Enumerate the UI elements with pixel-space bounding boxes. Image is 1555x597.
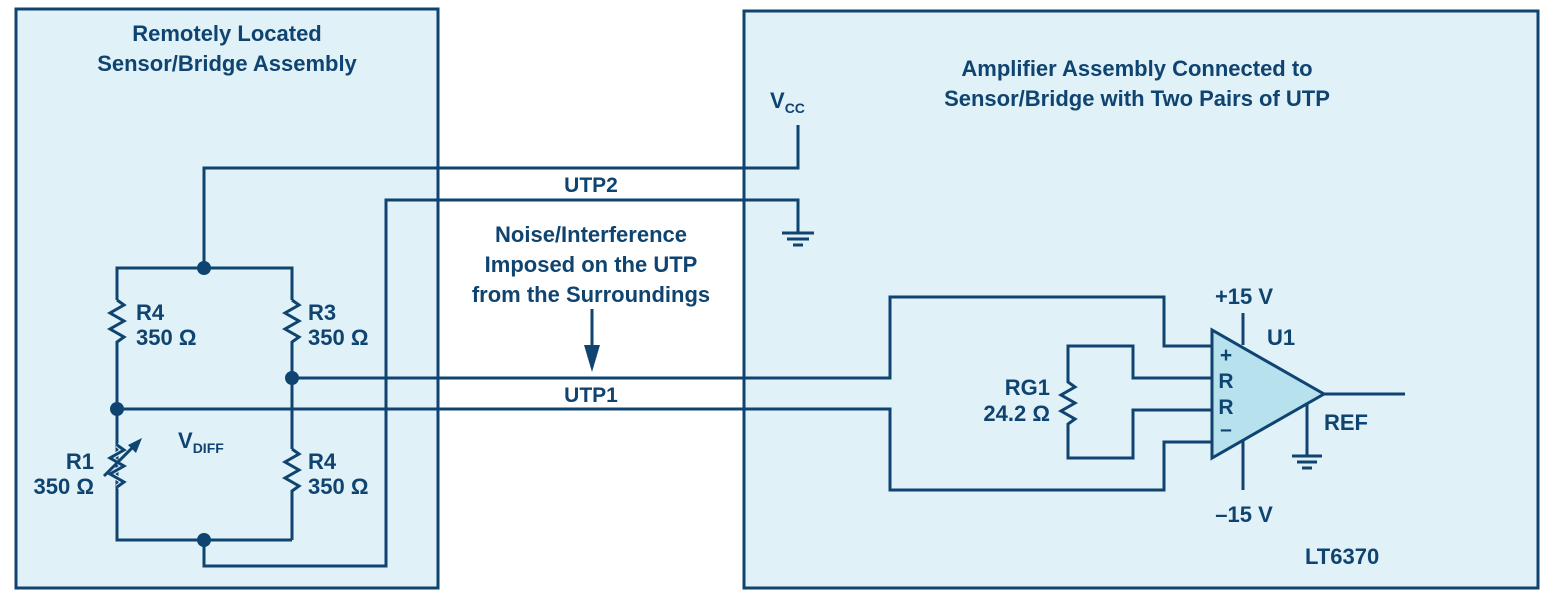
r4-bottom-name: R4 — [308, 449, 337, 474]
right-box-title-line1: Amplifier Assembly Connected to — [961, 56, 1312, 81]
utp2-label: UTP2 — [564, 174, 618, 197]
pin-plus: + — [1220, 344, 1232, 367]
left-box-title-line1: Remotely Located — [132, 21, 322, 46]
junction-dot — [197, 261, 211, 275]
r1-variable-resistor — [102, 438, 142, 490]
r4-bottom-resistor — [281, 447, 303, 540]
vdiff-label: VDIFF — [178, 428, 224, 456]
noise-label-line2: Imposed on the UTP — [485, 252, 698, 277]
r4-top-resistor — [106, 298, 292, 542]
r4-bottom-value: 350 Ω — [308, 474, 368, 499]
vcc-label: VCC — [770, 88, 805, 116]
pin-r2: R — [1218, 396, 1233, 419]
utp1-label: UTP1 — [564, 384, 618, 407]
neg-supply-label: –15 V — [1215, 502, 1273, 527]
pin-minus: – — [1220, 418, 1232, 441]
opamp-triangle — [1210, 327, 1328, 461]
pos-supply-label: +15 V — [1215, 284, 1273, 309]
r3-resistor — [281, 298, 303, 449]
ref-label: REF — [1324, 410, 1368, 435]
r3-name: R3 — [308, 300, 336, 325]
r4-top-name: R4 — [136, 300, 165, 325]
junction-dot — [197, 533, 211, 547]
utp2-return-wire — [202, 198, 800, 568]
part-number-label: LT6370 — [1305, 544, 1379, 569]
r1-value: 350 Ω — [34, 474, 94, 499]
noise-arrow-icon — [584, 309, 600, 372]
opamp-designator: U1 — [1267, 325, 1295, 350]
utp1-positive-wire — [292, 295, 1212, 380]
sensor-bridge-assembly-box — [14, 7, 440, 590]
rg1-value: 24.2 Ω — [983, 401, 1050, 426]
amplifier-assembly-box — [742, 9, 1540, 590]
ground-icon — [1292, 454, 1322, 470]
pin-r1: R — [1218, 370, 1233, 393]
r4-top-value: 350 Ω — [136, 325, 196, 350]
r3-value: 350 Ω — [308, 325, 368, 350]
noise-label-line1: Noise/Interference — [495, 222, 687, 247]
right-box-title-line2: Sensor/Bridge with Two Pairs of UTP — [944, 86, 1330, 111]
ground-icon — [782, 231, 814, 247]
rg1-name: RG1 — [1005, 375, 1050, 400]
left-box-title-line2: Sensor/Bridge Assembly — [97, 51, 357, 76]
r1-name: R1 — [66, 449, 94, 474]
utp2-supply-wire — [202, 125, 800, 268]
rg1-resistor — [1057, 344, 1212, 460]
utp1-negative-wire — [117, 407, 1212, 492]
noise-label-line3: from the Surroundings — [472, 282, 710, 307]
